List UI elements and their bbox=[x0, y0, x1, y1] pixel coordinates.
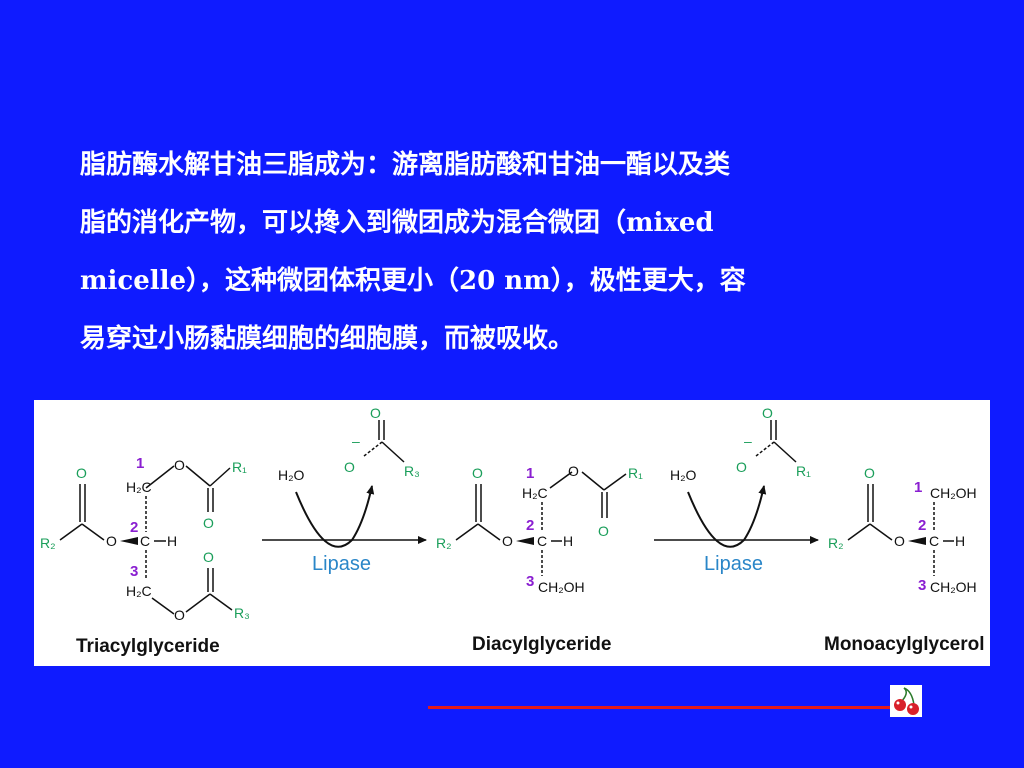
minus-sign: – bbox=[744, 433, 752, 449]
position-3-label: 3 bbox=[526, 573, 534, 590]
position-1-label: 1 bbox=[136, 455, 144, 472]
h2c-group: H₂C bbox=[126, 479, 152, 495]
position-2-label: 2 bbox=[918, 517, 926, 534]
o-atom: O bbox=[174, 457, 185, 473]
o-atom: O bbox=[344, 459, 355, 475]
h2c-group: H₂C bbox=[126, 583, 152, 599]
ch2oh-group: CH₂OH bbox=[538, 579, 585, 595]
r1-group: R₁ bbox=[796, 463, 811, 479]
monoacylglycerol-label: Monoacylglycerol bbox=[824, 634, 985, 655]
o-atom: O bbox=[736, 459, 747, 475]
o-atom: O bbox=[472, 465, 483, 481]
r3-group: R₃ bbox=[404, 463, 420, 479]
o-atom: O bbox=[76, 465, 87, 481]
minus-sign: – bbox=[352, 433, 360, 449]
paragraph-line-4: 易穿过小肠黏膜细胞的细胞膜，而被吸收。 bbox=[80, 324, 575, 354]
cherries-icon bbox=[890, 685, 922, 717]
r2-group: R₂ bbox=[40, 535, 56, 551]
r1-group: R₁ bbox=[232, 459, 247, 475]
r2-group: R₂ bbox=[436, 535, 452, 551]
o-atom: O bbox=[174, 607, 185, 623]
reaction-arrow-1: H₂O Lipase O O – R₃ bbox=[262, 405, 427, 575]
position-2-label: 2 bbox=[130, 519, 138, 536]
position-1-label: 1 bbox=[526, 465, 534, 482]
h-atom: H bbox=[955, 533, 965, 549]
ch2oh-group: CH₂OH bbox=[930, 485, 977, 501]
reaction-arrow-2: H₂O Lipase O O – R₁ bbox=[654, 405, 819, 575]
c-atom: C bbox=[929, 533, 939, 549]
h-atom: H bbox=[563, 533, 573, 549]
h-atom: H bbox=[167, 533, 177, 549]
lipase-label: Lipase bbox=[312, 553, 371, 575]
lipase-label: Lipase bbox=[704, 553, 763, 575]
o-atom: O bbox=[864, 465, 875, 481]
o-atom: O bbox=[502, 533, 513, 549]
water-label: H₂O bbox=[278, 467, 305, 483]
paragraph-line-3: micelle），这种微团体积更小（20 nm），极性更大，容 bbox=[80, 266, 746, 296]
r2-group: R₂ bbox=[828, 535, 844, 551]
o-atom: O bbox=[568, 463, 579, 479]
o-atom: O bbox=[106, 533, 117, 549]
o-atom: O bbox=[762, 405, 773, 421]
position-1-label: 1 bbox=[914, 479, 922, 496]
paragraph-line-1: 脂肪酶水解甘油三脂成为：游离脂肪酸和甘油一酯以及类 bbox=[80, 150, 731, 180]
position-3-label: 3 bbox=[130, 563, 138, 580]
h2c-group: H₂C bbox=[522, 485, 548, 501]
o-atom: O bbox=[370, 405, 381, 421]
o-atom: O bbox=[203, 549, 214, 565]
footer-divider-line bbox=[428, 706, 890, 709]
paragraph-line-2: 脂的消化产物，可以搀入到微团成为混合微团（mixed bbox=[80, 208, 714, 238]
water-label: H₂O bbox=[670, 467, 697, 483]
c-atom: C bbox=[537, 533, 547, 549]
r1-group: R₁ bbox=[628, 465, 643, 481]
diacylglyceride-structure: O O R₁ 1 H₂C 2 C H O O R₂ 3 CH₂OH Diac bbox=[436, 463, 643, 655]
o-atom: O bbox=[203, 515, 214, 531]
o-atom: O bbox=[894, 533, 905, 549]
r3-group: R₃ bbox=[234, 605, 250, 621]
position-2-label: 2 bbox=[526, 517, 534, 534]
monoacylglycerol-structure: 1 CH₂OH 2 C H O O R₂ 3 CH₂OH Monoacylgly… bbox=[824, 465, 985, 655]
o-atom: O bbox=[598, 523, 609, 539]
ch2oh-group: CH₂OH bbox=[930, 579, 977, 595]
description-paragraph: 脂肪酶水解甘油三脂成为：游离脂肪酸和甘油一酯以及类 脂的消化产物，可以搀入到微团… bbox=[80, 136, 960, 368]
triacylglyceride-label: Triacylglyceride bbox=[76, 636, 220, 657]
position-3-label: 3 bbox=[918, 577, 926, 594]
reaction-scheme-svg: O R₁ O 1 H₂C 2 C H O O R₂ 3 H₂C O bbox=[40, 405, 985, 657]
c-atom: C bbox=[140, 533, 150, 549]
lipolysis-diagram: O R₁ O 1 H₂C 2 C H O O R₂ 3 H₂C O bbox=[34, 400, 990, 666]
triacylglyceride-structure: O R₁ O 1 H₂C 2 C H O O R₂ 3 H₂C O bbox=[40, 455, 250, 657]
diacylglyceride-label: Diacylglyceride bbox=[472, 634, 611, 655]
